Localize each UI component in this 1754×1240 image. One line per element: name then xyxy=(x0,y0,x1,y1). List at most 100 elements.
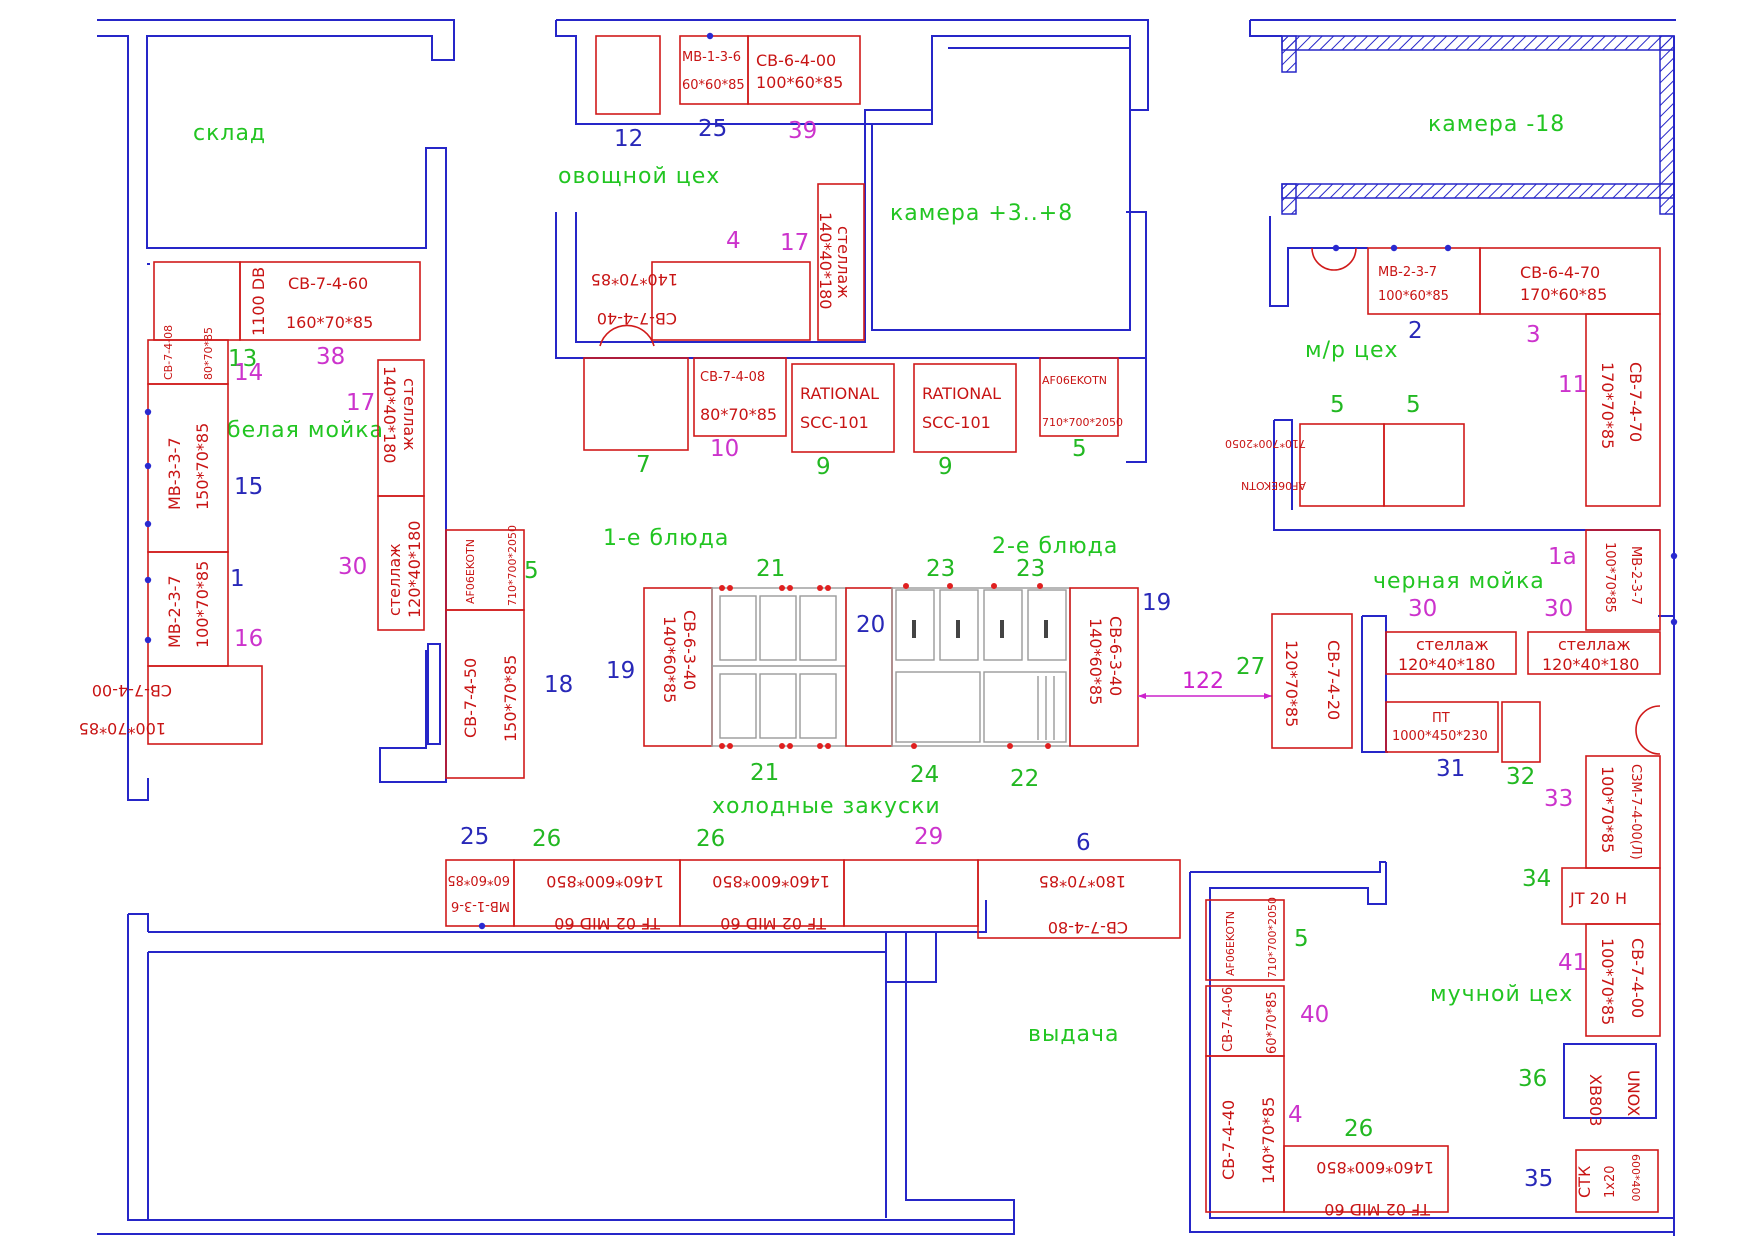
num-26a: 26 xyxy=(532,826,561,852)
num-31: 31 xyxy=(1436,756,1465,782)
num-30a: 30 xyxy=(338,554,367,580)
room-label-mr-tseh: м/р цех xyxy=(1305,338,1399,363)
door-arc-cm xyxy=(1635,705,1661,755)
af-mr-dim: 710*700*2050 xyxy=(1225,437,1306,450)
mb-2-3-7-mr-dim: 100*60*85 xyxy=(1378,289,1449,304)
stellazh-cm1 xyxy=(1385,631,1517,675)
radiator-bottom xyxy=(478,922,486,930)
box-7 xyxy=(583,357,689,451)
num-26c: 26 xyxy=(1344,1116,1373,1142)
af-top-label: AF06EKOTN xyxy=(1042,374,1107,387)
szm-dim: 100*70*85 xyxy=(1598,766,1617,853)
num-20: 20 xyxy=(856,612,885,638)
num-16: 16 xyxy=(234,626,263,652)
mb-1-3-6-bot-label: МВ-1-3-6 xyxy=(451,898,510,913)
num-33: 33 xyxy=(1544,786,1573,812)
cb-7-4-20-dim: 120*70*85 xyxy=(1282,640,1301,727)
mb-3-3-7 xyxy=(147,383,229,553)
stove-23 xyxy=(891,587,1071,747)
rational-a-label: RATIONAL xyxy=(800,384,879,403)
cb-7-4-08-small xyxy=(147,339,229,385)
cb-7-4-40-top-dim: 140*70*85 xyxy=(591,270,678,289)
walls xyxy=(97,19,1676,1236)
num-9a: 9 xyxy=(816,454,831,480)
num-3: 3 xyxy=(1526,322,1541,348)
ctk-a: 1х20 xyxy=(1603,1165,1618,1198)
cb-7-4-00-wm-label: СВ-7-4-00 xyxy=(92,681,172,700)
stellazh-cm1-label: стеллаж xyxy=(1416,635,1489,654)
tf-a-dim: 1460*600*850 xyxy=(546,872,664,891)
room-label-kamera-plus: камера +3..+8 xyxy=(890,201,1073,226)
mb-2-3-7-cm-label: МВ-2-3-7 xyxy=(1628,546,1643,605)
unox-label: UNOX xyxy=(1624,1070,1643,1116)
cb-7-4-70-dim: 170*70*85 xyxy=(1598,362,1617,449)
num-5c: 5 xyxy=(1406,392,1421,418)
radiators-top xyxy=(706,32,1678,626)
equipment-bottom-counter: МВ-1-3-6 60*60*85 TF 02 MID 60 1460*600*… xyxy=(445,859,1181,939)
num-2: 2 xyxy=(1408,318,1423,344)
room-label-vydacha: выдача xyxy=(1028,1022,1120,1047)
cb-7-4-60 xyxy=(239,261,421,341)
cb-7-4-60-label: СВ-7-4-60 xyxy=(288,274,368,293)
position-numbers: 12 25 39 4 17 7 10 9 9 5 2 3 11 5 5 13 1… xyxy=(228,116,1587,1192)
ctk-label: СТК xyxy=(1575,1165,1594,1198)
central-island: СВ-6-3-40 140*60*85 xyxy=(643,583,1272,749)
mb-1-3-6-dim: 60*60*85 xyxy=(682,78,745,93)
stellazh-120-label: стеллаж xyxy=(385,543,404,616)
pt-label: ПТ xyxy=(1432,711,1450,726)
rational-b xyxy=(913,363,1017,453)
cb-6-3-40-right xyxy=(1069,587,1139,747)
stove-burners-21 xyxy=(712,595,846,739)
num-5b: 5 xyxy=(1330,392,1345,418)
cb-7-4-50 xyxy=(445,609,525,779)
num-36: 36 xyxy=(1518,1066,1547,1092)
tf-c xyxy=(1283,1145,1449,1213)
cb-7-4-80 xyxy=(977,859,1181,939)
num-21b: 21 xyxy=(750,760,779,786)
room-label-chernaya-moyka: черная мойка xyxy=(1373,569,1545,594)
sink-arc xyxy=(599,324,655,347)
tf-b-label: TF 02 MID 60 xyxy=(720,914,827,933)
num-13: 13 xyxy=(228,346,257,372)
mb-2-3-7-mr xyxy=(1367,247,1481,315)
cb-6-4-70-label: СВ-6-4-70 xyxy=(1520,263,1600,282)
cb-7-4-08-small-label: СВ-7-4-08 xyxy=(162,325,175,380)
mb-2-3-7-wm-label: МВ-2-3-7 xyxy=(165,575,184,648)
ctk-dim: 600*400 xyxy=(1629,1154,1642,1202)
room-labels: склад овощной цех камера +3..+8 камера -… xyxy=(193,112,1572,1047)
stellazh-cm2-label: стеллаж xyxy=(1558,635,1631,654)
rational-a xyxy=(791,363,895,453)
mb-1-3-6-bot-dim: 60*60*85 xyxy=(447,872,510,887)
num-39: 39 xyxy=(788,118,817,144)
num-5e: 5 xyxy=(1294,926,1309,952)
mb-2-3-7-mr-label: МВ-2-3-7 xyxy=(1378,265,1437,280)
mb-2-3-7-cm xyxy=(1585,529,1661,631)
mb-2-3-7-cm-dim: 100*70*85 xyxy=(1602,542,1617,613)
stellazh-cm2-dim: 120*40*180 xyxy=(1542,655,1639,674)
cb-7-4-60-dim: 160*70*85 xyxy=(286,313,373,332)
unox-model: XB803 xyxy=(1586,1074,1605,1126)
cb-7-4-06-label: СВ-7-4-06 xyxy=(1221,987,1236,1052)
num-25b: 25 xyxy=(460,824,489,850)
tf-b-dim: 1460*600*850 xyxy=(712,872,830,891)
num-4a: 4 xyxy=(726,228,741,254)
kettle-handles xyxy=(912,620,1048,638)
cb-7-4-70 xyxy=(1585,313,1661,507)
num-18: 18 xyxy=(544,672,573,698)
stellazh-120 xyxy=(377,495,425,631)
num-32: 32 xyxy=(1506,764,1535,790)
cb-7-4-00-mc xyxy=(1585,923,1661,1037)
stellazh-cm1-dim: 120*40*180 xyxy=(1398,655,1495,674)
equipment-ovoshchnoy: МВ-1-3-6 60*60*85 СВ-6-4-00 100*60*85 СВ… xyxy=(583,35,1123,453)
box-29 xyxy=(843,859,979,927)
mb-1-3-6-bot xyxy=(445,859,515,927)
room-label-kholodnye: холодные закуски xyxy=(712,794,941,819)
num-19a: 19 xyxy=(1142,590,1171,616)
cb-7-4-40-top-label: СВ-7-4-40 xyxy=(597,309,677,328)
equipment-belaya-moyka: СВ-7-4-60 160*70*85 1100 DB СВ-7-4-08 80… xyxy=(79,261,525,779)
cb-6-4-00-dim: 100*60*85 xyxy=(756,73,843,92)
cb-7-4-08 xyxy=(693,357,787,437)
num-22: 22 xyxy=(1010,766,1039,792)
island-red-dots xyxy=(719,583,1051,749)
num-1: 1 xyxy=(230,566,245,592)
